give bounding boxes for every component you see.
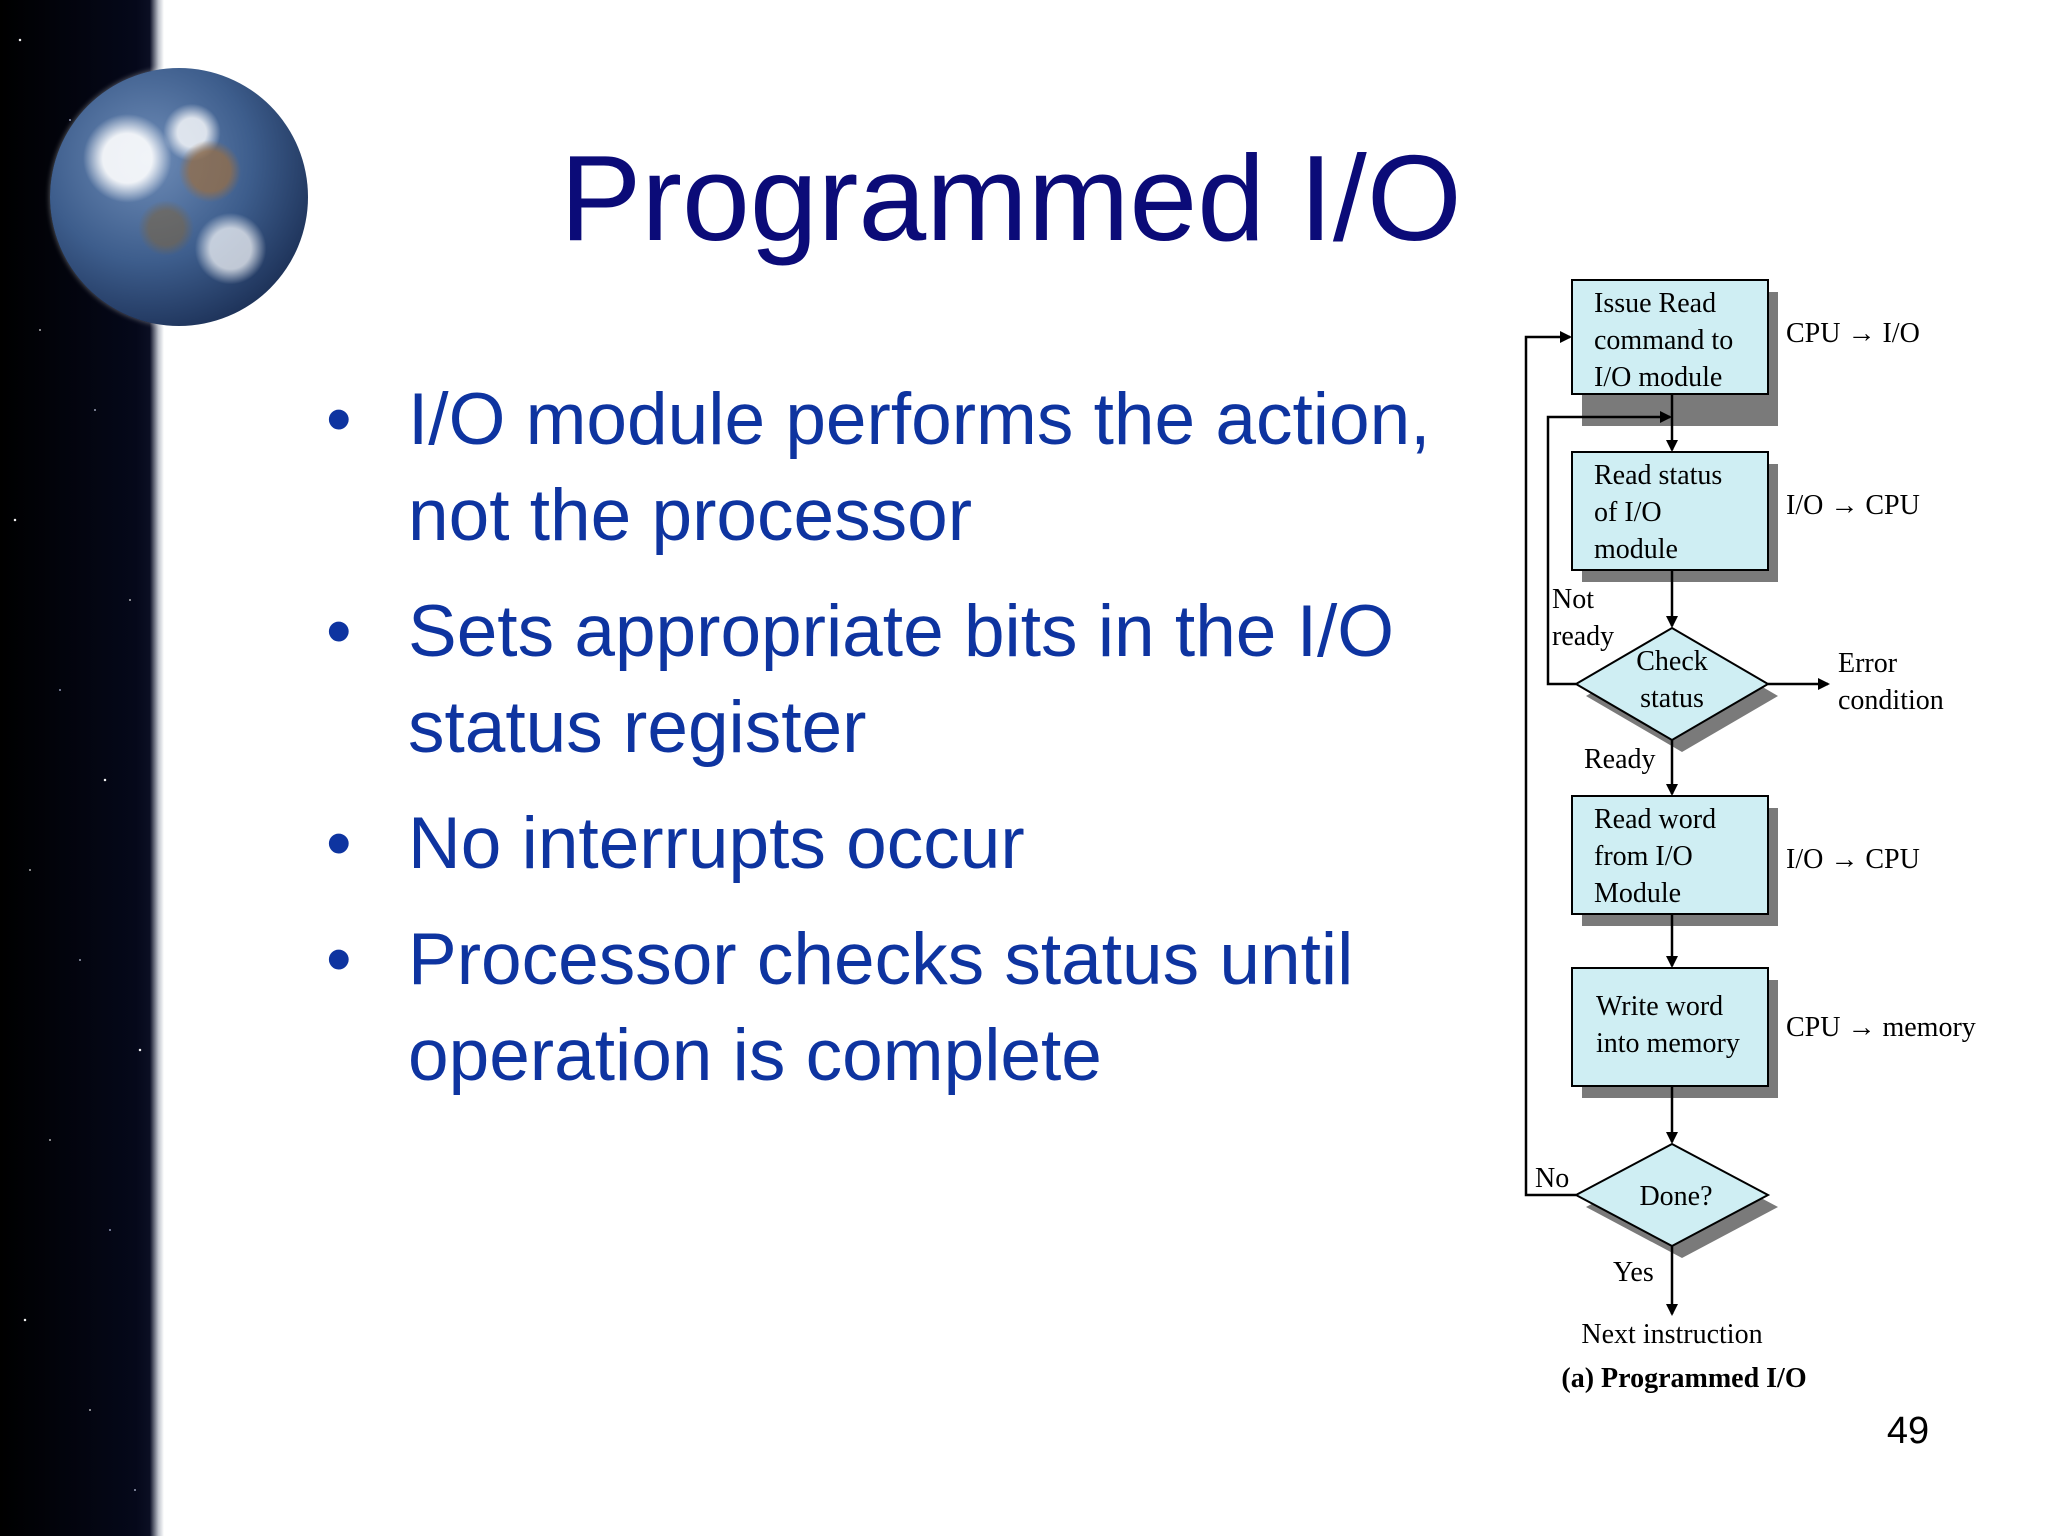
bullet-dot-icon: •	[326, 919, 352, 1000]
next-instruction-label: Next instruction	[1581, 1319, 1762, 1350]
read-status-line: module	[1594, 534, 1678, 565]
bullet-text: I/O module performs the action, not the …	[408, 379, 1431, 556]
read-word-line: Module	[1594, 878, 1681, 909]
error-condition-line: Error	[1838, 648, 1898, 679]
read-status-box	[1571, 451, 1769, 571]
page-number: 49	[1886, 1410, 1930, 1452]
bullet-dot-icon: •	[326, 379, 352, 460]
io-to-cpu-label: I/O → CPU	[1786, 844, 1920, 875]
flowchart-shadows	[1582, 292, 1778, 1258]
check-status-line: status	[1640, 683, 1704, 714]
programmed-io-flowchart: Issue Read command to I/O module Read st…	[1524, 279, 1976, 1394]
bullet-item: • Sets appropriate bits in the I/O status…	[320, 584, 1440, 776]
slide-title: Programmed I/O	[560, 130, 1462, 266]
read-status-line: of I/O	[1594, 497, 1662, 528]
issue-read-line: Issue Read	[1594, 288, 1716, 319]
write-word-line: Write word	[1596, 991, 1723, 1022]
cpu-to-io-label: CPU → I/O	[1786, 318, 1920, 349]
read-word-box	[1571, 795, 1769, 915]
bullet-dot-icon: •	[326, 591, 352, 672]
bullet-item: • No interrupts occur	[320, 796, 1440, 892]
read-word-line: from I/O	[1594, 841, 1693, 872]
flowchart-connectors	[1524, 331, 1830, 1316]
not-ready-line: ready	[1552, 621, 1614, 652]
starfield-edge	[150, 0, 164, 1536]
bullet-text: Sets appropriate bits in the I/O status …	[408, 591, 1395, 768]
yes-label: Yes	[1613, 1257, 1654, 1288]
earth-image	[50, 68, 308, 326]
write-word-box	[1571, 967, 1769, 1087]
issue-read-line: I/O module	[1594, 362, 1722, 393]
bullet-text: No interrupts occur	[408, 803, 1025, 884]
io-to-cpu-label: I/O → CPU	[1786, 490, 1920, 521]
bullet-text: Processor checks status until operation …	[408, 919, 1354, 1096]
ready-label: Ready	[1584, 744, 1656, 775]
bullet-dot-icon: •	[326, 803, 352, 884]
read-status-line: Read status	[1594, 460, 1722, 491]
not-ready-line: Not	[1552, 584, 1594, 615]
bullet-item: • Processor checks status until operation…	[320, 912, 1440, 1104]
issue-read-line: command to	[1594, 325, 1733, 356]
error-condition-line: condition	[1838, 685, 1944, 716]
bullet-list: • I/O module performs the action, not the…	[320, 372, 1440, 1124]
done-label: Done?	[1639, 1181, 1712, 1212]
no-label: No	[1535, 1163, 1569, 1194]
cpu-to-memory-label: CPU → memory	[1786, 1012, 1976, 1043]
write-word-line: into memory	[1596, 1028, 1740, 1059]
check-status-line: Check	[1636, 646, 1708, 677]
flowchart-caption: (a) Programmed I/O	[1561, 1363, 1806, 1394]
issue-read-box	[1571, 279, 1769, 395]
bullet-item: • I/O module performs the action, not the…	[320, 372, 1440, 564]
read-word-line: Read word	[1594, 804, 1716, 835]
